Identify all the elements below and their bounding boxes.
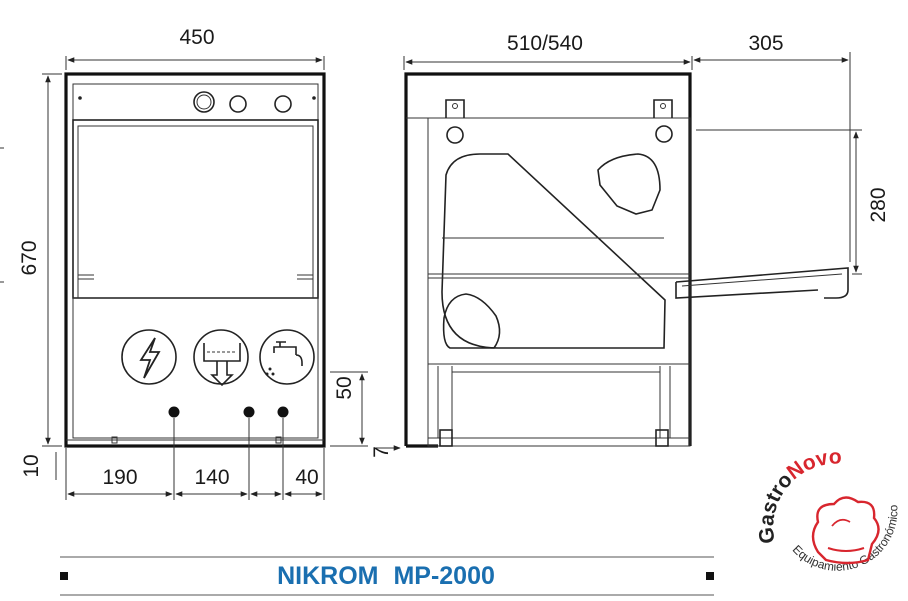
lightning-icon <box>121 329 177 385</box>
dim-side-door-open: 305 <box>748 32 783 55</box>
dim-front-height: 670 <box>18 240 41 275</box>
logo-name: GastroNovo <box>755 445 842 544</box>
footer-bullet-right <box>706 572 714 580</box>
dim-side-depth: 510/540 <box>507 32 583 55</box>
footer-bar: NIKROM MP-2000 <box>60 556 714 596</box>
control-knob <box>229 95 247 113</box>
side-lower-left-cutout <box>442 293 501 349</box>
side-hole-left <box>446 126 464 144</box>
front-dimensions: 450 670 10 190 140 40 50 <box>0 26 368 500</box>
lower-panel <box>72 297 319 439</box>
svg-text:NIKROM MP-2000: NIKROM MP-2000 <box>277 562 495 590</box>
footer-bullet-left <box>60 572 68 580</box>
gastronovo-logo: GastroNovo Equipamiento Gastronómico <box>755 445 901 573</box>
open-door <box>675 267 849 299</box>
side-foot <box>439 429 453 447</box>
side-upper-right-cutout <box>597 153 661 215</box>
chef-hat-icon <box>811 496 880 565</box>
dim-front-side: 50 <box>333 376 356 399</box>
dim-front-width: 450 <box>179 26 214 49</box>
side-upper-cutout <box>441 153 666 349</box>
dim-front-x1: 190 <box>102 466 137 489</box>
side-hole-right <box>655 125 673 143</box>
dim-front-foot: 10 <box>20 454 43 477</box>
footer-brand: NIKROM <box>277 562 378 590</box>
electric-connection-point <box>168 406 180 418</box>
side-foot <box>655 429 669 447</box>
water-tap-icon <box>259 329 315 385</box>
dim-front-x3: 40 <box>295 466 318 489</box>
logo-name-part2: Novo <box>783 445 842 484</box>
side-dimensions: 510/540 305 280 7 <box>370 32 890 458</box>
water-connection-point <box>277 406 289 418</box>
front-view <box>64 72 326 448</box>
side-view <box>404 72 849 448</box>
main-switch-knob <box>193 91 215 113</box>
control-knob <box>274 95 292 113</box>
dim-front-x2: 140 <box>194 466 229 489</box>
rack-shelf <box>428 273 690 279</box>
front-door <box>72 119 319 299</box>
front-body-outline <box>64 72 326 448</box>
dim-side-door-height: 280 <box>867 187 890 222</box>
drain-connection-point <box>243 406 255 418</box>
base-frame <box>437 366 671 438</box>
side-inner-frame <box>427 117 691 447</box>
control-panel <box>72 83 319 121</box>
footer-model: MP-2000 <box>393 562 494 590</box>
dim-side-foot: 7 <box>370 446 393 458</box>
logo-name-part1: Gastro <box>755 469 797 545</box>
